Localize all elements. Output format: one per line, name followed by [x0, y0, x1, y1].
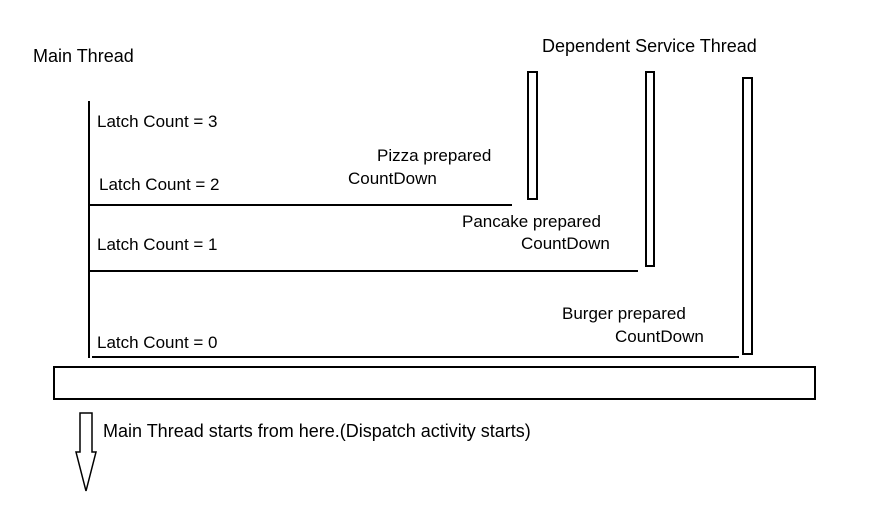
pizza-countdown-label: CountDown	[348, 169, 437, 188]
burger-prepared-label: Burger prepared	[562, 304, 686, 323]
burger-countdown-label: CountDown	[615, 327, 704, 346]
service-thread-bar-pancake	[645, 71, 655, 267]
down-arrow-icon	[75, 412, 97, 492]
service-thread-bar-burger	[742, 77, 753, 355]
latch-count-2-label: Latch Count = 2	[99, 175, 220, 194]
main-thread-title: Main Thread	[33, 46, 134, 66]
latch-count-1-label: Latch Count = 1	[97, 235, 218, 254]
latch-count-0-label: Latch Count = 0	[97, 333, 218, 352]
dispatch-activity-box	[53, 366, 816, 400]
countdown-line-pizza	[90, 204, 512, 206]
pancake-countdown-label: CountDown	[521, 234, 610, 253]
main-thread-start-note: Main Thread starts from here.(Dispatch a…	[103, 421, 531, 441]
latch-count-3-label: Latch Count = 3	[97, 112, 218, 131]
pizza-prepared-label: Pizza prepared	[377, 146, 492, 165]
countdown-line-pancake	[90, 270, 638, 272]
service-thread-bar-pizza	[527, 71, 538, 200]
countdown-line-burger	[92, 356, 739, 358]
main-thread-timeline-line	[88, 101, 90, 358]
pancake-prepared-label: Pancake prepared	[462, 212, 601, 231]
dependent-service-thread-title: Dependent Service Thread	[542, 36, 757, 56]
